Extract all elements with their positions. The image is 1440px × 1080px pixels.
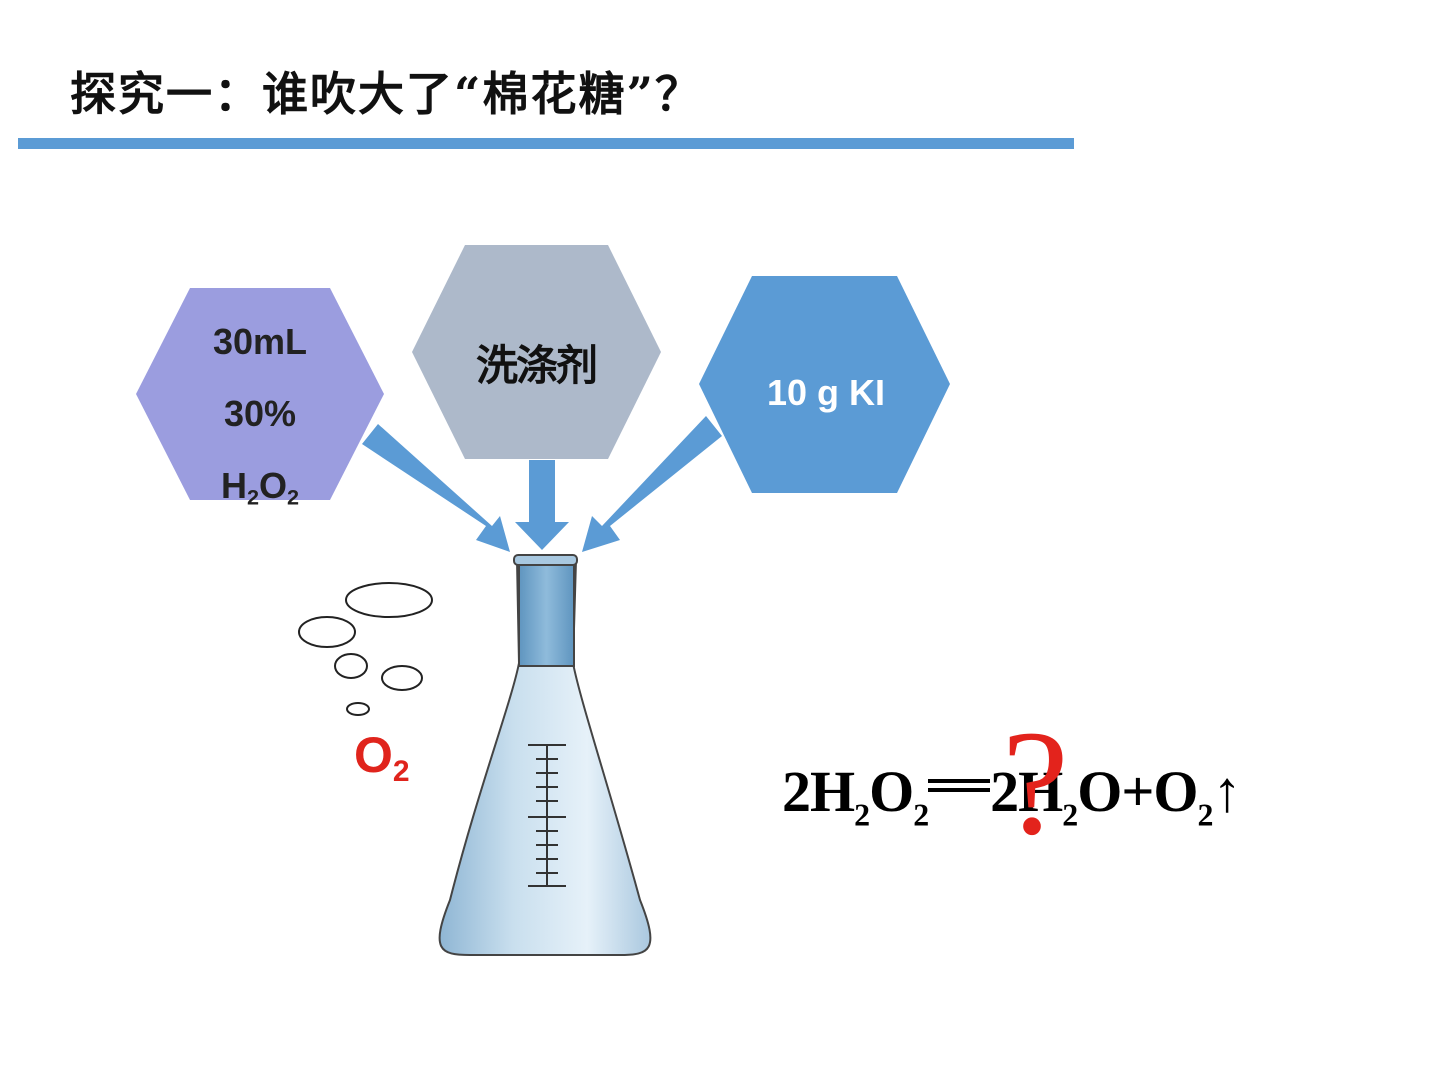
bubble-group [298,582,433,716]
hexagon-ki-label: 10 g KI [766,372,886,413]
equals-sign-icon [928,777,991,797]
arrow-group [362,416,722,552]
bubble-icon [346,702,370,716]
oxygen-gas-label: O2 [354,727,410,788]
bubble-icon [298,616,356,648]
arrow-left-icon [362,424,510,552]
bubble-icon [381,665,423,691]
hexagon-h2o2 [136,288,384,500]
hexagon-h2o2-label: 30mL 30% H2O2 [145,306,375,533]
hexagon-detergent [412,245,661,459]
h2o2-concentration: 30% [223,393,297,434]
hexagon-ki [699,276,950,493]
page-title: 探究一：谁吹大了“棉花糖”？ [70,67,703,121]
flask-graduation-marks [528,744,566,887]
bubble-icon [345,582,433,618]
arrow-middle-icon [515,460,569,550]
arrow-right-icon [582,416,722,552]
title-underline [18,138,1074,149]
hexagon-detergent-label: 洗涤剂 [475,341,598,390]
h2o2-formula: H2O2 [220,465,300,510]
question-mark-icon: ? [1002,700,1069,866]
bubble-icon [334,653,368,679]
h2o2-volume: 30mL [212,321,308,362]
erlenmeyer-flask-icon [438,554,652,956]
